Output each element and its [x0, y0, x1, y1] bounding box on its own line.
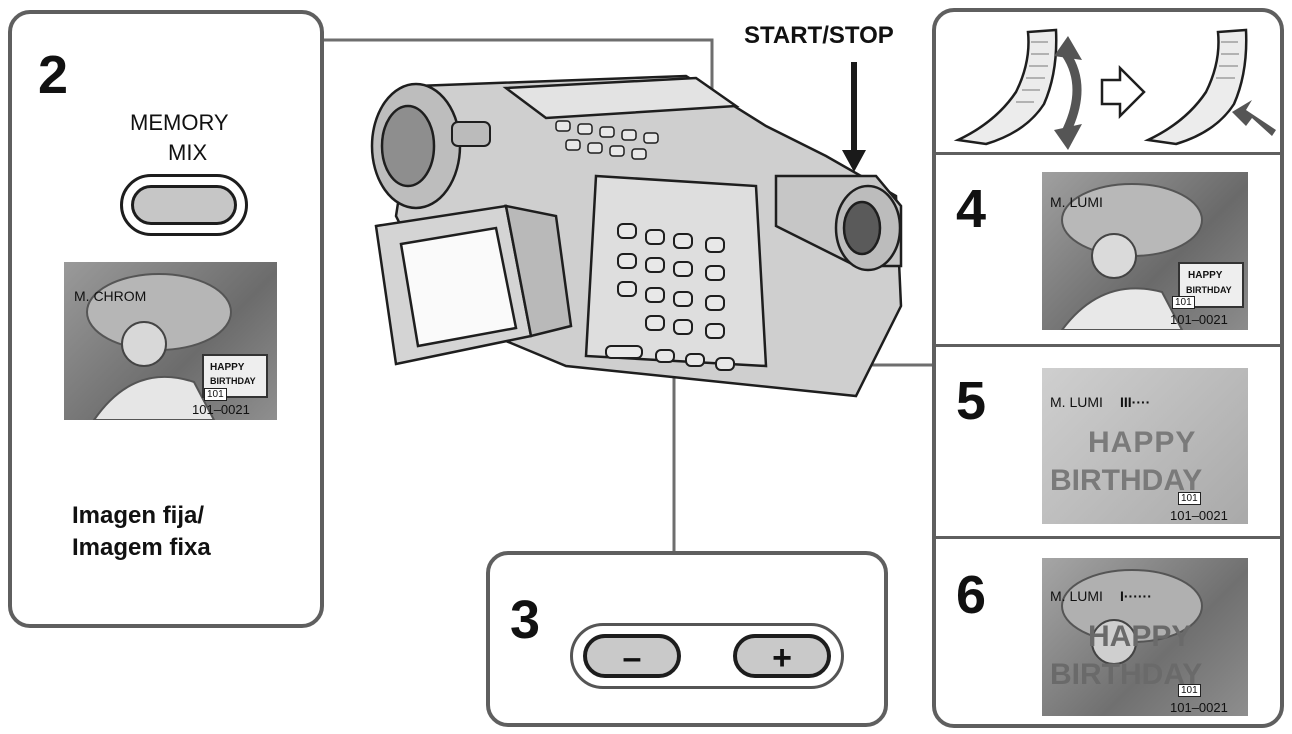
steps-panel: 4 M. LUMI HAPPY BIRTHDAY 101 101–0021 5 … — [932, 8, 1284, 728]
step3-panel: 3 – + — [486, 551, 888, 727]
step4-screen: M. LUMI HAPPY BIRTHDAY 101 101–0021 — [1042, 172, 1248, 330]
step6-folder: 101 — [1178, 684, 1201, 697]
step2-mode-label: M. CHROM — [74, 288, 147, 304]
step6-photo — [1061, 569, 1203, 665]
step2-file-no: 101–0021 — [192, 402, 250, 417]
step2-card-line1: HAPPY — [210, 362, 245, 373]
memory-label: MEMORY — [130, 110, 229, 135]
plus-minus-housing: – + — [570, 623, 844, 689]
step2-screen: M. CHROM HAPPY BIRTHDAY 101 101–0021 — [64, 262, 277, 420]
step6-level: I······ — [1120, 588, 1152, 604]
step3-number: 3 — [510, 590, 541, 650]
step5-level: III···· — [1120, 394, 1151, 410]
minus-button-icon: – — [622, 639, 642, 677]
step2-panel: 2 MEMORY MIX M. CHROM HAPPY BIRTHDAY 101… — [8, 10, 324, 628]
still-image-caption-line2: Imagem fixa — [72, 534, 211, 561]
camcorder-icon — [370, 74, 903, 398]
step5-text-line2: BIRTHDAY — [1050, 464, 1203, 497]
step6-file-no: 101–0021 — [1170, 700, 1228, 715]
step5-text-line1: HAPPY — [1088, 426, 1197, 459]
divider-2 — [936, 344, 1280, 347]
step5-mode-label: M. LUMI — [1050, 394, 1103, 410]
step5-screen: M. LUMI III···· HAPPY BIRTHDAY 101 101–0… — [1042, 368, 1248, 524]
card-insert-illustration — [953, 28, 1276, 150]
mix-label: MIX — [168, 140, 208, 165]
step4-mode-label: M. LUMI — [1050, 194, 1103, 210]
plus-button-icon: + — [772, 639, 792, 677]
step4-card-line2: BIRTHDAY — [1186, 285, 1232, 295]
step6-text-line1: HAPPY — [1088, 620, 1192, 653]
step2-card-line2: BIRTHDAY — [210, 376, 256, 386]
minus-button[interactable]: – — [583, 634, 681, 678]
memory-mix-button[interactable] — [120, 174, 248, 236]
step5-file-no: 101–0021 — [1170, 508, 1228, 523]
step6-text-line2: BIRTHDAY — [1050, 658, 1203, 691]
step4-folder: 101 — [1172, 296, 1195, 309]
plus-button[interactable]: + — [733, 634, 831, 678]
card-push-icon — [1143, 28, 1276, 146]
memory-mix-button-icon — [131, 185, 237, 225]
divider-3 — [936, 536, 1280, 539]
step4-number: 4 — [956, 179, 987, 239]
start-stop-label: START/STOP — [744, 22, 894, 49]
step2-photo — [86, 273, 232, 420]
step4-card-line1: HAPPY — [1188, 270, 1223, 281]
step6-number: 6 — [956, 565, 987, 625]
step4-photo — [1060, 183, 1203, 330]
step6-mode-label: M. LUMI — [1050, 588, 1103, 604]
step6-screen: M. LUMI I······ HAPPY BIRTHDAY 101 101–0… — [1042, 558, 1248, 716]
step2-folder: 101 — [204, 388, 227, 401]
start-stop-arrow — [842, 62, 866, 172]
card-bend-icon — [953, 28, 1082, 150]
step5-folder: 101 — [1178, 492, 1201, 505]
step2-number: 2 — [38, 45, 69, 105]
step5-number: 5 — [956, 371, 987, 431]
divider-1 — [936, 152, 1280, 155]
step4-file-no: 101–0021 — [1170, 312, 1228, 327]
still-image-caption-line1: Imagen fija/ — [72, 502, 205, 529]
arrow-right-icon — [1100, 64, 1146, 120]
